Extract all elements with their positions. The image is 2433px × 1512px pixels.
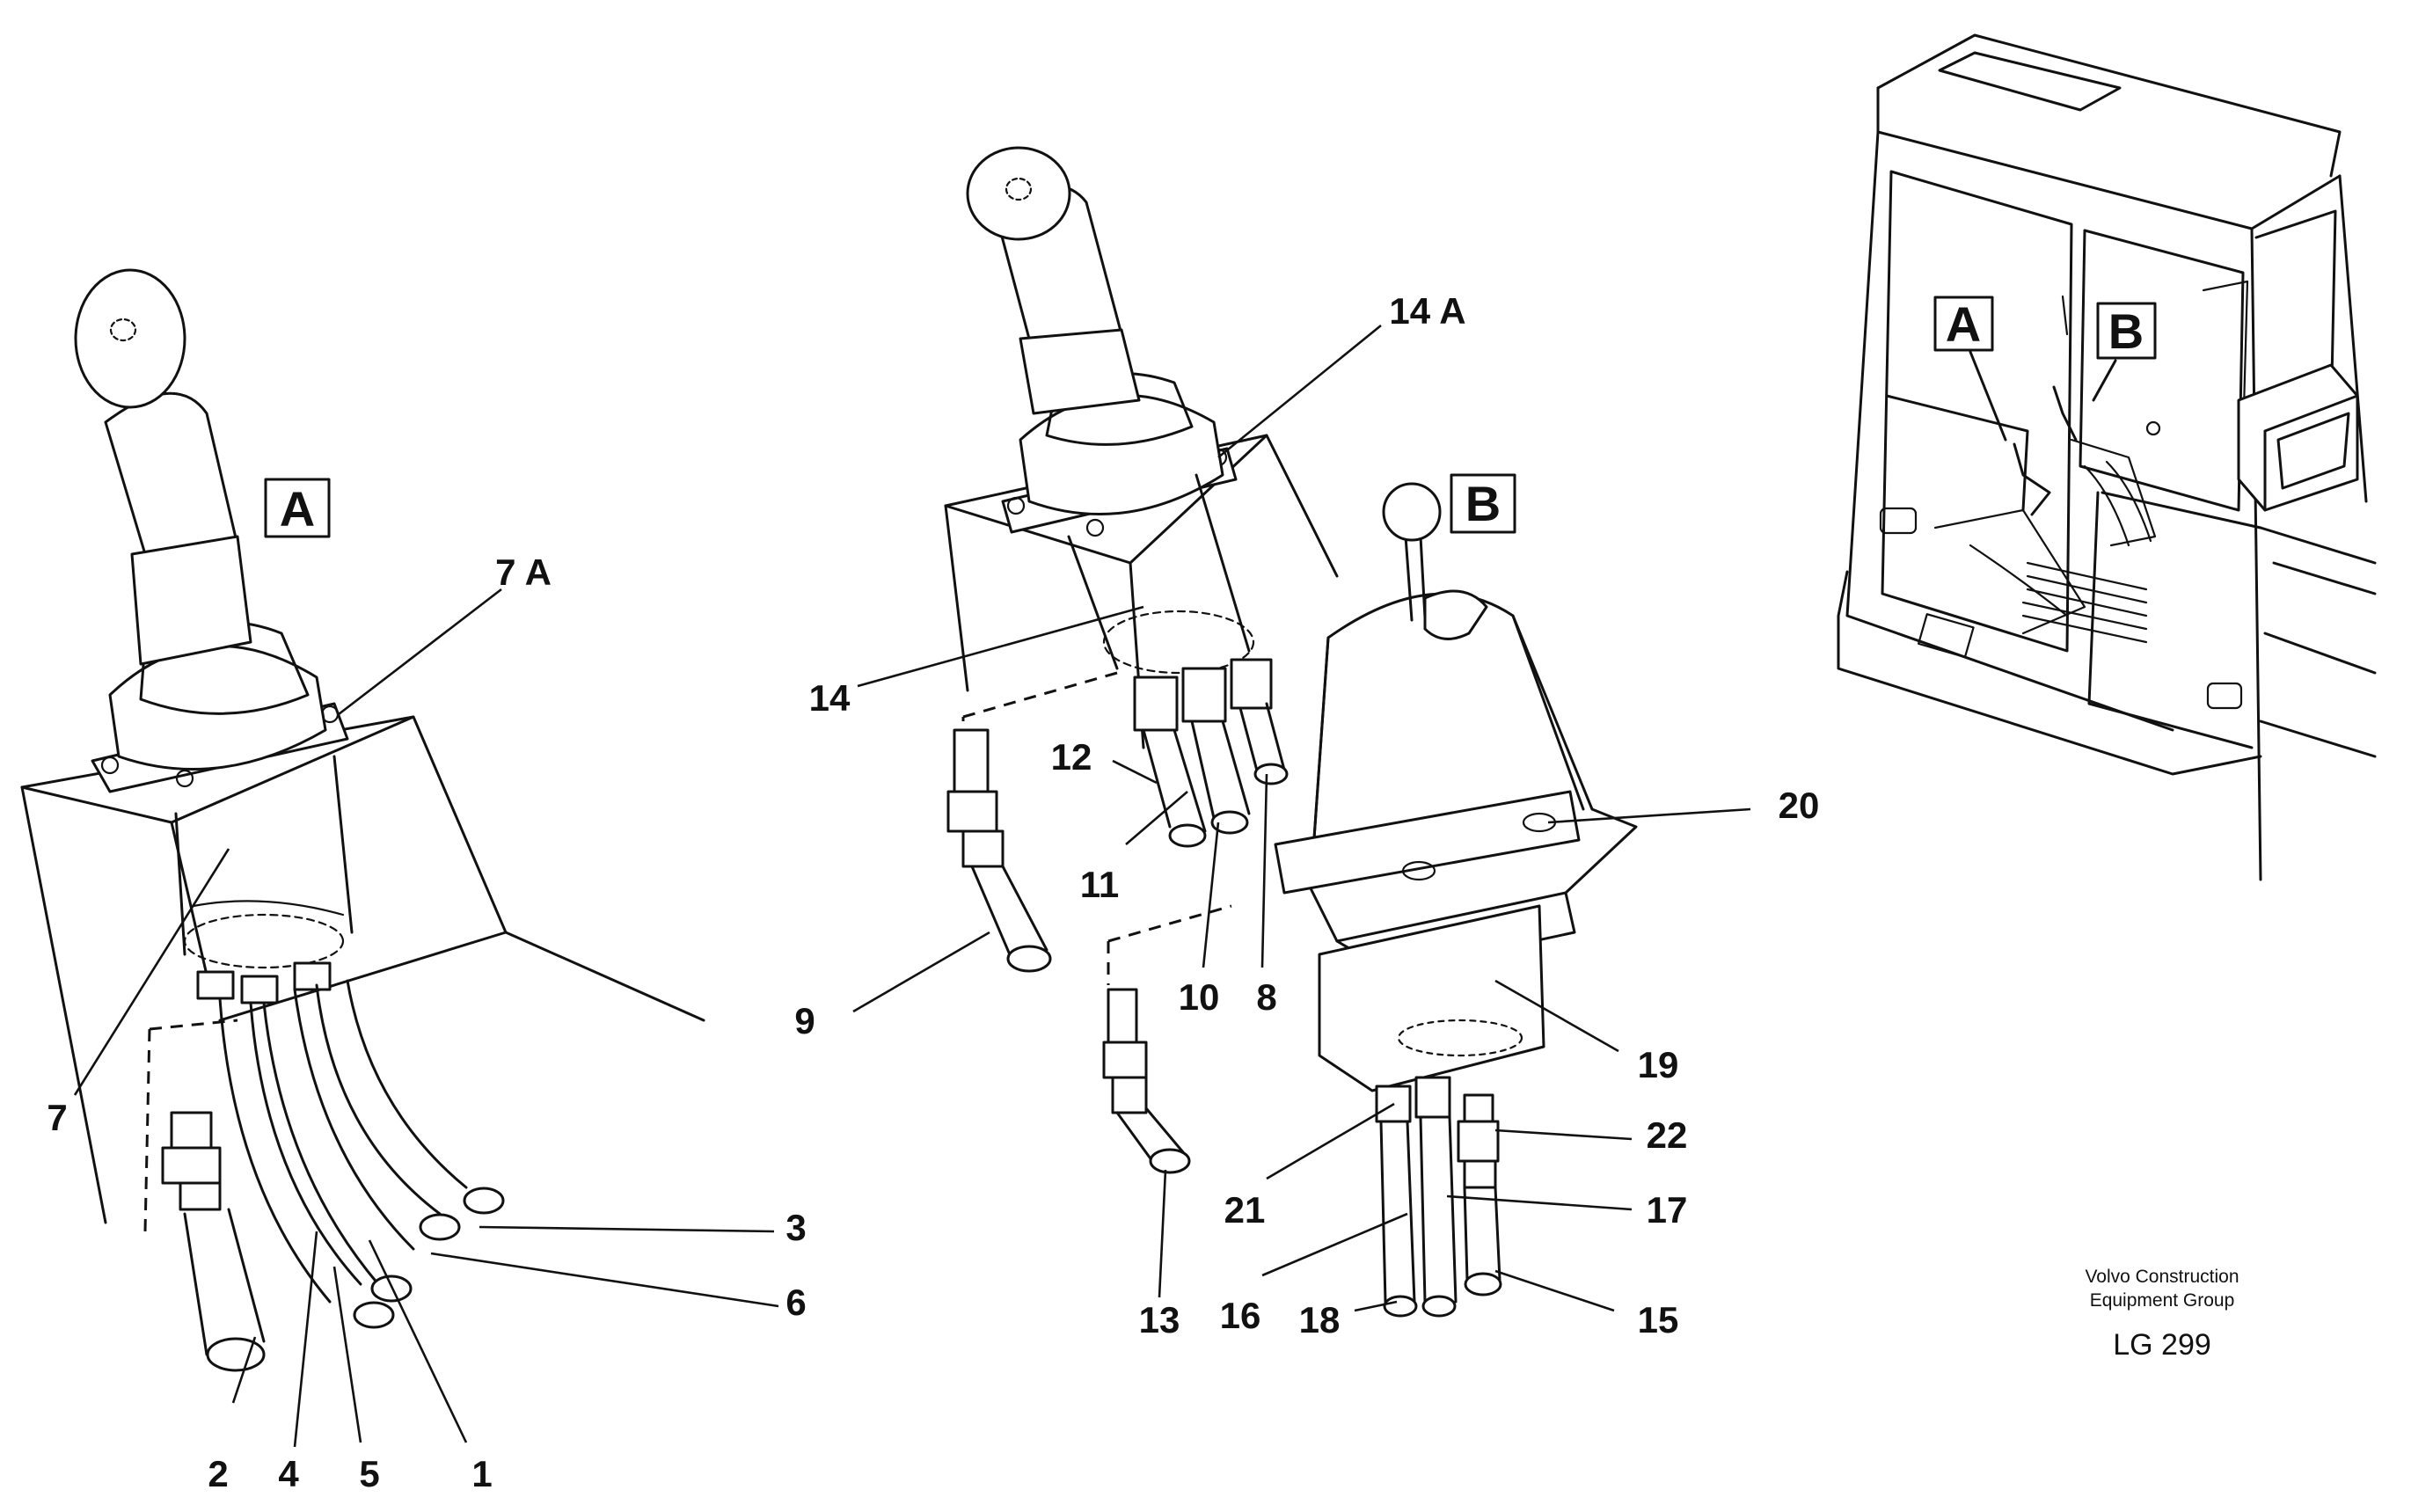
cab-view-a-letter: A: [1946, 296, 1981, 352]
callout-9: 9: [794, 1000, 815, 1041]
view-b-box: [1450, 473, 1516, 534]
callout-4: 4: [278, 1453, 299, 1494]
callout-10: 10: [1179, 976, 1220, 1018]
callout-18: 18: [1299, 1299, 1341, 1340]
callout-2: 2: [208, 1453, 228, 1494]
cab-view-b-box: [2096, 302, 2157, 360]
callout-21: 21: [1224, 1189, 1266, 1231]
callout-20: 20: [1779, 785, 1820, 826]
view-a-box: [264, 478, 331, 538]
joystick-b-assembly: [944, 146, 1638, 1318]
callout-11: 11: [1080, 864, 1119, 905]
callout-13: 13: [1139, 1299, 1180, 1340]
credit-line-2: Equipment Group: [2090, 1290, 2235, 1311]
view-b-letter: B: [1465, 476, 1501, 531]
callout-7: 7: [47, 1097, 67, 1138]
callout-7a: 7 A: [495, 551, 552, 593]
drawing-code: LG 299: [2113, 1328, 2211, 1362]
callout-16: 16: [1220, 1295, 1261, 1336]
callout-19: 19: [1638, 1044, 1679, 1085]
callout-1: 1: [471, 1453, 492, 1494]
callout-5: 5: [359, 1453, 379, 1494]
joystick-a-assembly: [20, 268, 705, 1372]
cab-view-a-box: [1933, 296, 1994, 352]
callout-6: 6: [785, 1282, 806, 1323]
callout-8: 8: [1256, 976, 1276, 1018]
callout-22: 22: [1647, 1114, 1688, 1156]
callout-17: 17: [1647, 1189, 1688, 1231]
cab-overview: [1837, 33, 2377, 881]
callout-3: 3: [785, 1207, 806, 1248]
callout-12: 12: [1051, 736, 1092, 778]
credit-line-1: Volvo Construction: [2085, 1267, 2239, 1287]
callout-14: 14: [809, 677, 851, 719]
callout-14a: 14 A: [1389, 290, 1465, 332]
view-a-letter: A: [280, 481, 315, 537]
callout-15: 15: [1638, 1299, 1679, 1340]
cab-view-b-letter: B: [2108, 303, 2144, 359]
